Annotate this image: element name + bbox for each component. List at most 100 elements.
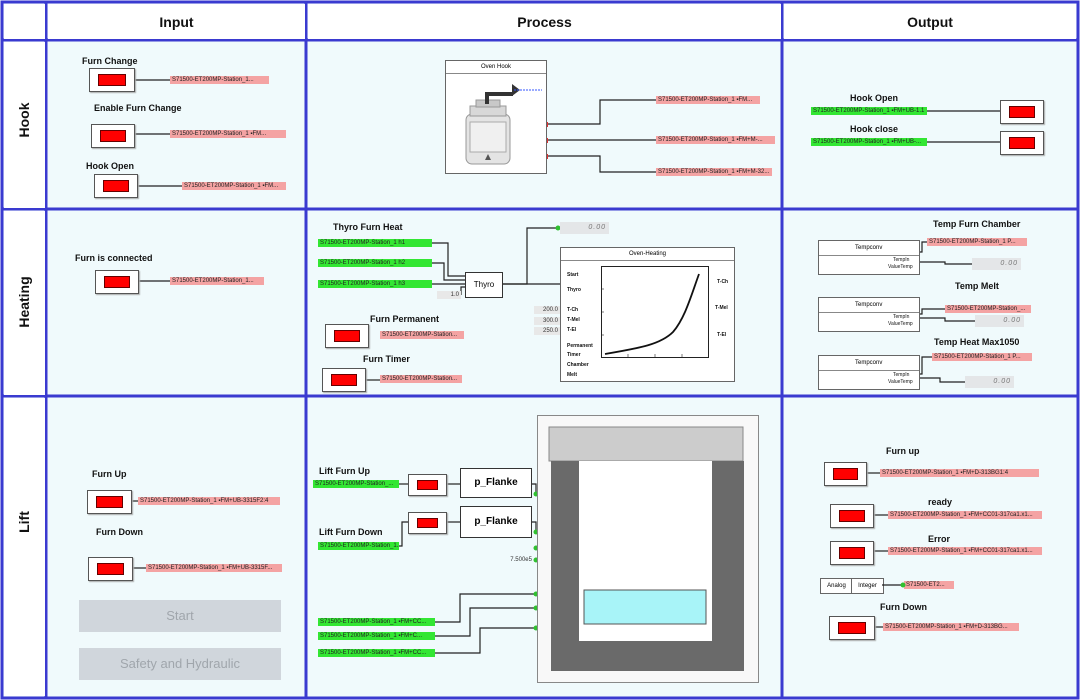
tag-lift-furn-up: S71500-ET200MP-Station_...: [313, 480, 399, 488]
label-furn-permanent: Furn Permanent: [370, 314, 440, 324]
indicator-hook-close[interactable]: [1000, 131, 1044, 155]
tag-furn-down-input: S71500-ET200MP-Station_1 ▪FM+UB-3315F...: [146, 564, 282, 572]
port-tempin: TempIn: [893, 257, 910, 263]
lift-process-value: 7.500e5: [510, 557, 532, 563]
setpoint-t-el[interactable]: 250.0: [534, 327, 560, 335]
tag-hook-open-input: S71500-ET200MP-Station_1 ▪FM...: [182, 182, 286, 190]
label-furn-up-output: Furn up: [886, 446, 920, 456]
indicator-furn-down-input[interactable]: [88, 557, 133, 581]
port-t-mel: T-Mel: [567, 317, 580, 323]
label-furn-up-input: Furn Up: [92, 469, 127, 479]
tag-enable-furn-change: S71500-ET200MP-Station_1 ▪FM...: [170, 130, 286, 138]
analog-block[interactable]: Analog: [820, 578, 853, 594]
led-icon: [331, 374, 357, 386]
tag-temp-furn-chamber: S71500-ET200MP-Station_1 P...: [927, 238, 1027, 246]
label-hook-open-output: Hook Open: [850, 93, 899, 103]
oven-heating-title: Oven-Heating: [561, 248, 734, 261]
label-ready: ready: [928, 497, 953, 507]
tag-thyro-h3: S71500-ET200MP-Station_1 h3: [318, 280, 432, 288]
indicator-error[interactable]: [830, 541, 874, 565]
port-valuetemp: ValueTemp: [888, 321, 913, 327]
label-enable-furn-change: Enable Furn Change: [94, 103, 182, 113]
setpoint-t-ch[interactable]: 200.0: [534, 306, 560, 314]
heating-curve-plot: [601, 266, 709, 358]
tag-hook-close: S71500-ET200MP-Station_1 ▪FM+UB-...: [811, 138, 927, 146]
indicator-furn-down-output[interactable]: [829, 616, 875, 640]
tempconv-title: Tempconv: [819, 298, 919, 313]
led-icon: [98, 74, 126, 86]
led-icon: [103, 180, 129, 192]
header-output: Output: [907, 14, 953, 30]
led-icon: [1009, 106, 1035, 118]
tag-hook-process-2: S71500-ET200MP-Station_1 ▪FM+M-...: [656, 136, 775, 144]
indicator-furn-timer[interactable]: [322, 368, 366, 392]
label-furn-down-input: Furn Down: [96, 527, 143, 537]
oven-icon: [465, 84, 542, 165]
tag-lift-process-2: S71500-ET200MP-Station_1 ▪FM+C...: [318, 632, 435, 640]
tag-furn-up-input: S71500-ET200MP-Station_1 ▪FM+UB-3315F2:4: [138, 497, 280, 505]
p-flanke-block-up[interactable]: p_Flanke: [460, 468, 532, 498]
indicator-enable-furn-change[interactable]: [91, 124, 135, 148]
header-input: Input: [159, 14, 194, 30]
tag-thyro-h1: S71500-ET200MP-Station_1 h1: [318, 239, 432, 247]
port-permanent: Permanent: [567, 343, 593, 349]
label-lift-furn-down: Lift Furn Down: [319, 527, 383, 537]
port-t-ch: T-Ch: [567, 307, 579, 313]
tag-hook-process-3: S71500-ET200MP-Station_1 ▪FM+M-32...: [656, 168, 772, 176]
thyro-value: 1.0: [437, 291, 461, 299]
port-out-t-el: T-El: [717, 332, 727, 338]
tag-error: S71500-ET200MP-Station_1 ▪FM+CC01-317ca1…: [888, 547, 1042, 555]
label-furn-timer: Furn Timer: [363, 354, 410, 364]
led-icon: [334, 330, 360, 342]
value-temp-melt: 0.00: [975, 315, 1024, 327]
p-flanke-block-down[interactable]: p_Flanke: [460, 506, 532, 538]
indicator-furn-permanent[interactable]: [325, 324, 369, 348]
indicator-lift-furn-down[interactable]: [408, 512, 447, 534]
led-icon: [833, 468, 858, 480]
indicator-furn-change[interactable]: [89, 68, 135, 92]
safety-and-hydraulic-button[interactable]: Safety and Hydraulic: [79, 648, 281, 680]
port-tempin: TempIn: [893, 372, 910, 378]
port-out-t-ch: T-Ch: [717, 279, 729, 285]
tempconv-title: Tempconv: [819, 241, 919, 256]
indicator-ready[interactable]: [830, 504, 874, 528]
thyro-block[interactable]: Thyro: [465, 272, 503, 298]
led-icon: [97, 563, 124, 575]
label-error: Error: [928, 534, 951, 544]
indicator-furn-up-output[interactable]: [824, 462, 867, 486]
tag-furn-change: S71500-ET200MP-Station_1...: [170, 76, 269, 84]
tempconv-block-2[interactable]: Tempconv: [818, 297, 920, 332]
indicator-hook-open-output[interactable]: [1000, 100, 1044, 124]
led-icon: [417, 480, 438, 490]
oven-hook-window[interactable]: Oven Hook: [445, 60, 547, 174]
port-t-el: T-El: [567, 327, 577, 333]
start-button[interactable]: Start: [79, 600, 281, 632]
label-furn-change: Furn Change: [82, 56, 138, 66]
indicator-furn-up-input[interactable]: [87, 490, 132, 514]
port-start: Start: [567, 272, 579, 278]
led-icon: [96, 496, 123, 508]
thyro-output-value: 0.00: [560, 222, 609, 234]
port-chamber: Chamber: [567, 362, 589, 368]
lift-tank-graphic: [537, 415, 759, 683]
indicator-furn-is-connected[interactable]: [95, 270, 139, 294]
label-furn-is-connected: Furn is connected: [75, 253, 153, 263]
tag-lift-process-3: S71500-ET200MP-Station_1 ▪FM+CC...: [318, 649, 435, 657]
integer-block[interactable]: Integer: [851, 578, 884, 594]
led-icon: [104, 276, 130, 288]
tempconv-block-3[interactable]: Tempconv: [818, 355, 920, 390]
setpoint-t-mel[interactable]: 300.0: [534, 317, 560, 325]
tag-thyro-h2: S71500-ET200MP-Station_1 h2: [318, 259, 432, 267]
tag-ready: S71500-ET200MP-Station_1 ▪FM+CC01-317ca1…: [888, 511, 1042, 519]
port-melt: Melt: [567, 372, 577, 378]
value-temp-furn-chamber: 0.00: [972, 258, 1021, 270]
label-temp-heat-max1050: Temp Heat Max1050: [934, 337, 1020, 347]
led-icon: [839, 510, 865, 522]
port-timer: Timer: [567, 352, 581, 358]
label-lift-furn-up: Lift Furn Up: [319, 466, 370, 476]
tempconv-block-1[interactable]: Tempconv: [818, 240, 920, 275]
indicator-hook-open-input[interactable]: [94, 174, 138, 198]
indicator-lift-furn-up[interactable]: [408, 474, 447, 496]
